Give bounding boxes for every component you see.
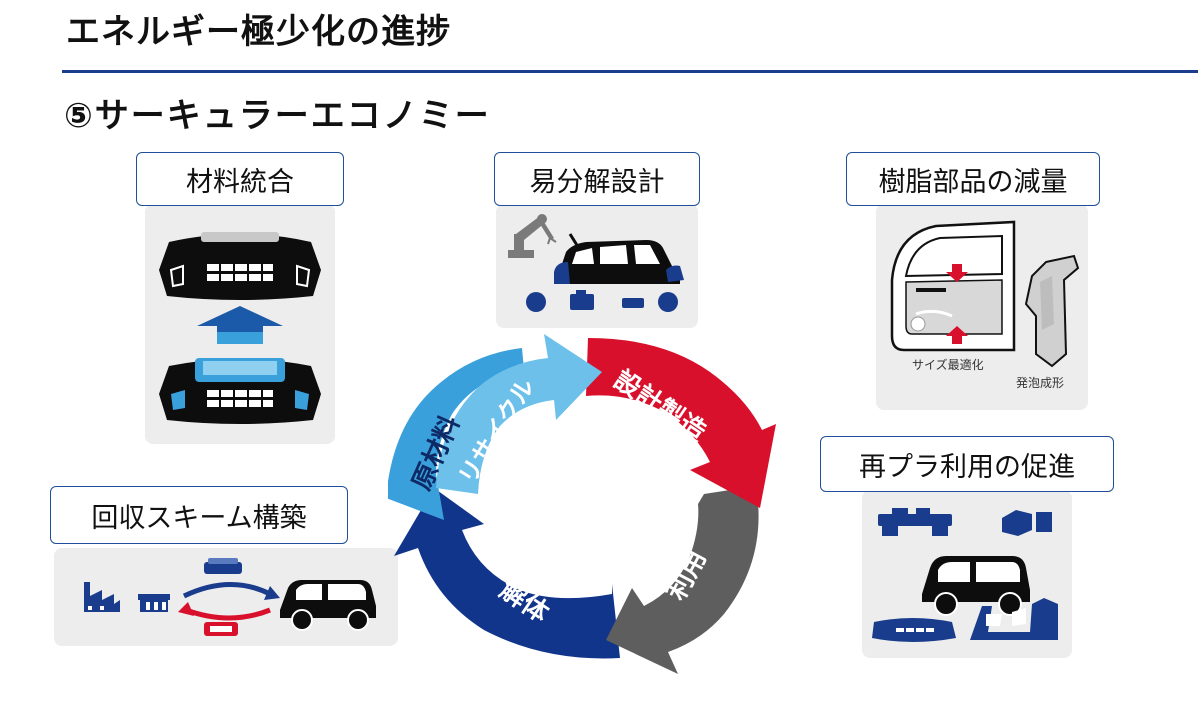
parts-icons [526,290,678,312]
shop-icon [138,594,170,612]
recycled-trim-icon [970,598,1058,640]
door-trim-illustration [890,220,1080,368]
foam-part-icon [1024,254,1080,368]
collection-scheme-panel [54,548,398,646]
resin-reduction-label: 樹脂部品の減量 [846,152,1100,206]
car-body-icon [554,233,684,284]
foam-molding-caption: 発泡成形 [1016,376,1065,390]
recycled-plastic-panel [862,490,1072,658]
factory-icon [84,582,120,612]
title-divider [62,70,1198,73]
recycled-parts-icons [878,508,1052,536]
disassembly-illustration [508,214,684,312]
cycle-arrow-dismantling [394,488,620,659]
bumper-illustration [159,232,321,424]
car-icon [280,580,376,631]
recycled-plastic-label: 再プラ利用の促進 [820,436,1114,492]
robot-arm-icon [508,214,557,258]
material-integration-panel [145,204,335,444]
cycle-arrow-design-manufacturing [586,338,776,508]
bumper-before-icon [159,358,321,424]
collection-illustration [84,558,376,636]
material-integration-label: 材料統合 [136,152,344,206]
resin-reduction-panel [876,204,1088,410]
cycle-arrow-raw-material [388,348,524,520]
reduce-arrow-icons [946,264,968,344]
cycle-arrow-recycle [436,334,602,494]
up-arrow-icon [197,306,283,344]
collection-scheme-label: 回収スキーム構築 [50,486,348,544]
cycle-arrow-use [606,486,759,674]
car-icon [922,556,1030,616]
door-panel-icon [890,220,1016,352]
easy-disassembly-label: 易分解設計 [494,152,700,206]
circulation-arrows-icon [178,558,280,636]
recycled-parts-illustration [872,508,1058,642]
section-subtitle: ⑤サーキュラーエコノミー [64,96,491,136]
page-title: エネルギー極少化の進捗 [66,12,451,52]
circular-economy-cycle: 原材料 リサイクル 設計製造 利用 解体 [388,334,776,674]
easy-disassembly-panel [496,204,698,328]
size-optimization-caption: サイズ最適化 [912,358,984,372]
recycled-bumper-icon [872,618,956,642]
front-bumper-icon [159,232,321,300]
